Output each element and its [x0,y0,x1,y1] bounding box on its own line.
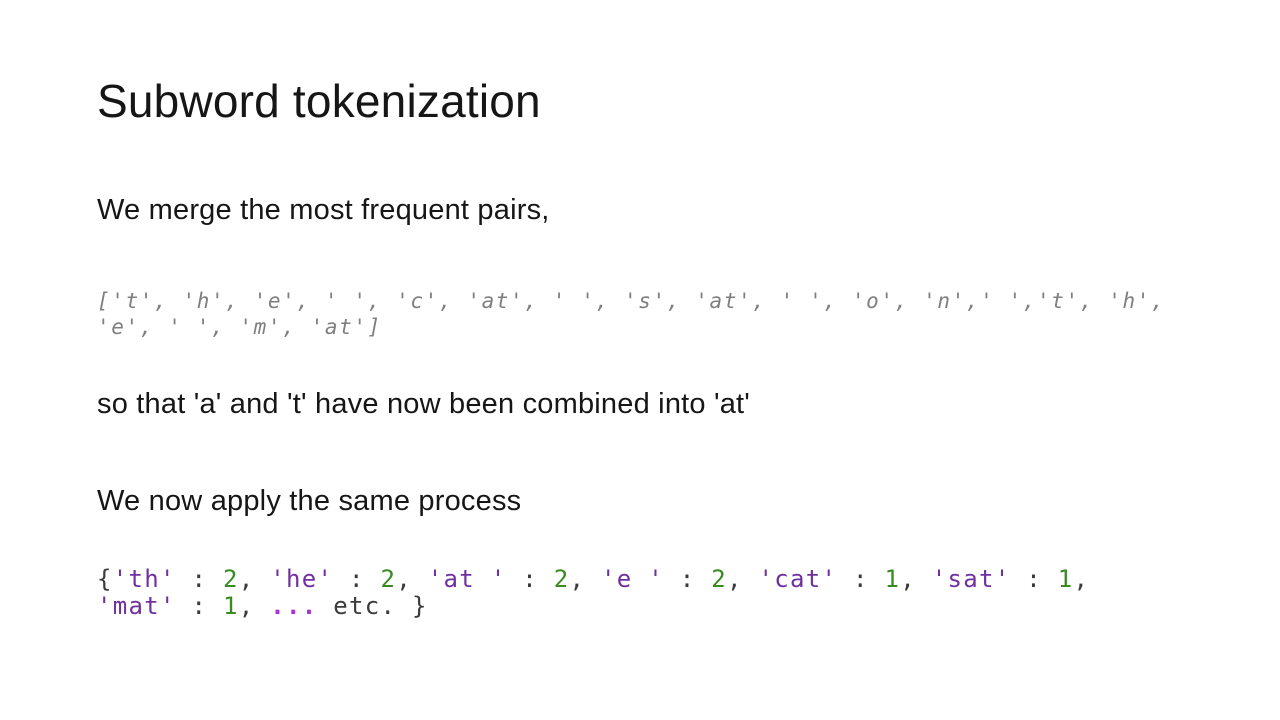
paragraph-apply-same-process: We now apply the same process [97,485,522,517]
slide-title: Subword tokenization [97,75,541,127]
code-pair-counts-dict: {'th' : 2, 'he' : 2, 'at ' : 2, 'e ' : 2… [97,565,1090,620]
paragraph-merge-pairs: We merge the most frequent pairs, [97,194,550,226]
code-token-list: ['t', 'h', 'e', ' ', 'c', 'at', ' ', 's'… [97,289,1166,339]
paragraph-combined-into-at: so that 'a' and 't' have now been combin… [97,388,751,420]
